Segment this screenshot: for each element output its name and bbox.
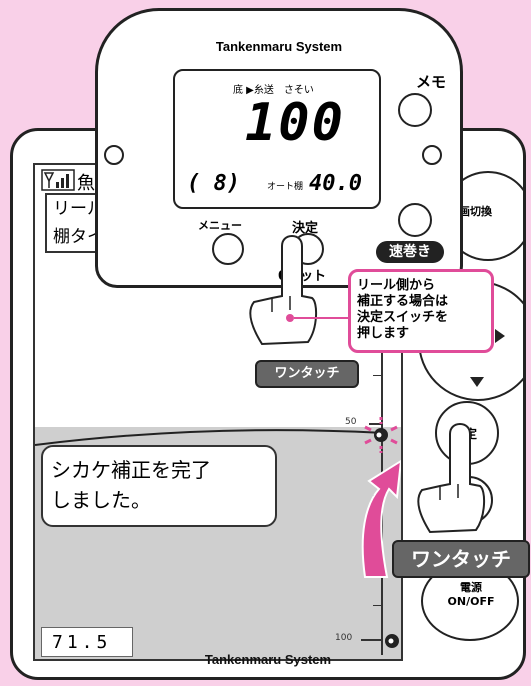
hook-bottom-icon: [385, 634, 399, 648]
power-label: 電源 ON/OFF: [441, 581, 501, 609]
fast-wind-label: 速巻き: [376, 241, 444, 263]
reel-info-line2: 棚タイ: [53, 227, 104, 247]
upward-arrow-icon: [361, 459, 401, 578]
message-line1: シカケ補正を完了: [51, 458, 211, 482]
note-line1: リール側から: [357, 278, 436, 293]
scale-tick: [373, 605, 383, 606]
right-screw: [422, 145, 442, 165]
memo-label: メモ: [416, 73, 447, 91]
lcd-shelf-depth: 40.0: [309, 171, 362, 196]
menu-button[interactable]: [212, 233, 244, 265]
hand-pointer-icon: [249, 234, 318, 346]
completion-message: シカケ補正を完了 しました。: [41, 445, 277, 527]
depth-scale-line: [381, 275, 383, 655]
mode-switch-label: 画切換: [459, 205, 492, 218]
dial-down-arrow-icon: [470, 377, 484, 387]
rear-brand-label: Tankenmaru System: [204, 652, 332, 667]
fast-wind-button[interactable]: [398, 203, 432, 237]
lcd-display: 底 ▶糸送 さそい 100 ( 8) オート棚 40.0: [173, 69, 381, 209]
callout-line: [294, 317, 348, 319]
lcd-shelf-count: ( 8): [187, 171, 240, 196]
scale-label-50: 50: [345, 417, 357, 427]
dial-right-arrow-icon: [495, 329, 505, 343]
message-line2: しました。: [51, 488, 151, 512]
scale-label-100: 100: [335, 633, 353, 643]
depth-readout: 71.5: [41, 627, 133, 657]
hand-pointer-icon: [417, 422, 486, 534]
signal-icon: [41, 169, 75, 191]
scale-tick: [369, 423, 383, 425]
reel-info-line1: リール: [53, 199, 104, 219]
lcd-auto-shelf-label: オート棚: [267, 182, 304, 192]
front-brand-label: Tankenmaru System: [215, 39, 343, 54]
lcd-main-value: 100: [245, 93, 345, 153]
note-line4: 押します: [357, 326, 410, 341]
decide-label: 決定: [292, 221, 319, 236]
one-touch-badge-small: ワンタッチ: [255, 360, 359, 388]
note-line3: 決定スイッチを: [357, 310, 449, 325]
power-label-line2: ON/OFF: [447, 595, 495, 608]
left-screw: [104, 145, 124, 165]
memo-button[interactable]: [398, 93, 432, 127]
screen-header-title: 魚: [77, 173, 95, 194]
lcd-mode-labels: 底 ▶糸送 さそい: [233, 85, 314, 96]
one-touch-badge-large: ワンタッチ: [392, 540, 530, 578]
note-line2: 補正する場合は: [357, 294, 449, 309]
counter-device-body: Tankenmaru System 底 ▶糸送 さそい 100 ( 8) オート…: [95, 8, 463, 288]
callout-dot: [286, 314, 294, 322]
scale-tick: [373, 375, 383, 376]
hook-marker-icon: [364, 417, 398, 453]
instruction-note: リール側から 補正する場合は 決定スイッチを 押します: [348, 269, 494, 353]
scale-tick: [361, 639, 383, 641]
menu-label: メニュー: [198, 219, 242, 232]
power-label-line1: 電源: [460, 581, 482, 594]
